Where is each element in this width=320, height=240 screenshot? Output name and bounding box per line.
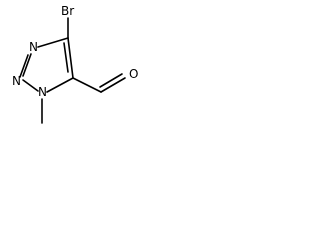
bond-c5-c4-double [63,42,69,73]
atom-oxygen-label: O [129,67,138,81]
bond-carbonyl-o [100,77,126,93]
atom-bromine-label: Br [61,4,74,18]
bond-c5-carbonyl [72,77,102,93]
atom-n1-label: N [38,85,47,99]
atom-n3-label: N [29,40,38,54]
bond-n2-n1 [22,79,39,92]
bond-n1-c5 [46,77,74,93]
atom-n2-label: N [12,74,21,88]
molecule-structure-diagram: Br N N N O [12,4,138,124]
bond-n3-n2-double [19,54,29,78]
bond-carbonyl-o-double [99,73,123,88]
bond-c5-c4 [67,37,74,79]
bond-c4-n3 [37,37,69,48]
bond-n3-n2 [22,53,32,77]
